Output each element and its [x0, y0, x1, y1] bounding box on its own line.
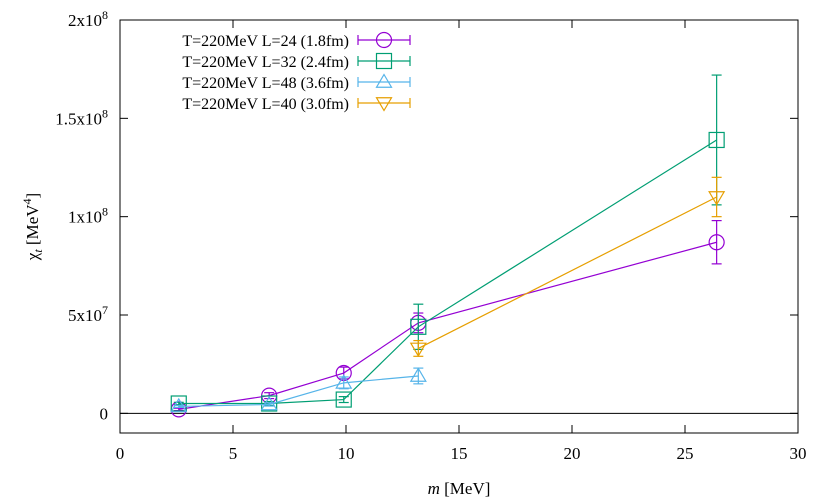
legend-label: T=220MeV L=24 (1.8fm) [182, 33, 349, 50]
data-point-square [170, 395, 187, 412]
data-point-triangle-up [260, 395, 278, 411]
series-line [418, 196, 717, 349]
y-axis-label-subscript: t [31, 249, 45, 253]
series-group [170, 74, 725, 412]
y-axis-label-symbol: χ [23, 252, 42, 261]
y-tick-label: 1.5x108 [55, 106, 108, 128]
x-axis-label-rest: [MeV] [440, 479, 491, 498]
y-axis-label-rest: [MeV [23, 204, 42, 250]
series-group [409, 176, 726, 358]
legend-entry: T=220MeV L=48 (3.6fm) [182, 73, 411, 92]
data-point-square [708, 131, 725, 149]
data-point-triangle-down [708, 191, 726, 206]
series-line [178, 139, 717, 405]
data-point-triangle-up [170, 397, 188, 413]
data-point-triangle-down [409, 342, 427, 358]
legend-label: T=220MeV L=32 (2.4fm) [182, 54, 349, 71]
data-point-triangle-down [375, 97, 393, 112]
data-point-square [410, 318, 427, 335]
x-tick-label: 20 [564, 444, 581, 463]
legend-entry: T=220MeV L=24 (1.8fm) [182, 31, 411, 50]
x-tick-label: 15 [451, 444, 468, 463]
y-tick-label: 1x108 [68, 205, 108, 227]
legend-entry: T=220MeV L=32 (2.4fm) [182, 52, 411, 71]
x-tick-label: 5 [229, 444, 238, 463]
x-axis-label-italic: m [428, 479, 440, 498]
series-line [178, 375, 419, 408]
y-tick-label: 0 [100, 404, 109, 423]
x-tick-label: 25 [677, 444, 694, 463]
y-tick-label: 5x107 [68, 303, 108, 325]
x-axis-label: m [MeV] [428, 479, 491, 498]
data-point-square [335, 391, 352, 408]
y-axis-label-close: ] [23, 193, 42, 199]
x-tick-label: 0 [116, 444, 125, 463]
x-tick-label: 10 [338, 444, 355, 463]
series-line [178, 241, 717, 410]
x-tick-label: 30 [790, 444, 807, 463]
data-point-triangle-up [335, 374, 353, 389]
legend-label: T=220MeV L=48 (3.6fm) [182, 75, 349, 92]
data-point-triangle-up [409, 367, 427, 382]
legend-entry: T=220MeV L=40 (3.0fm) [182, 96, 411, 113]
series-group [170, 220, 725, 418]
data-point-circle [375, 31, 393, 49]
y-axis-label: χt [MeV4] [20, 193, 45, 261]
data-point-triangle-up [375, 73, 393, 88]
y-tick-label: 2x108 [68, 8, 108, 30]
y-axis-label-sup: 4 [20, 198, 34, 204]
data-point-square [375, 52, 393, 70]
series-group [170, 367, 427, 413]
data-point-circle [708, 234, 725, 251]
legend-label: T=220MeV L=40 (3.0fm) [182, 96, 349, 113]
